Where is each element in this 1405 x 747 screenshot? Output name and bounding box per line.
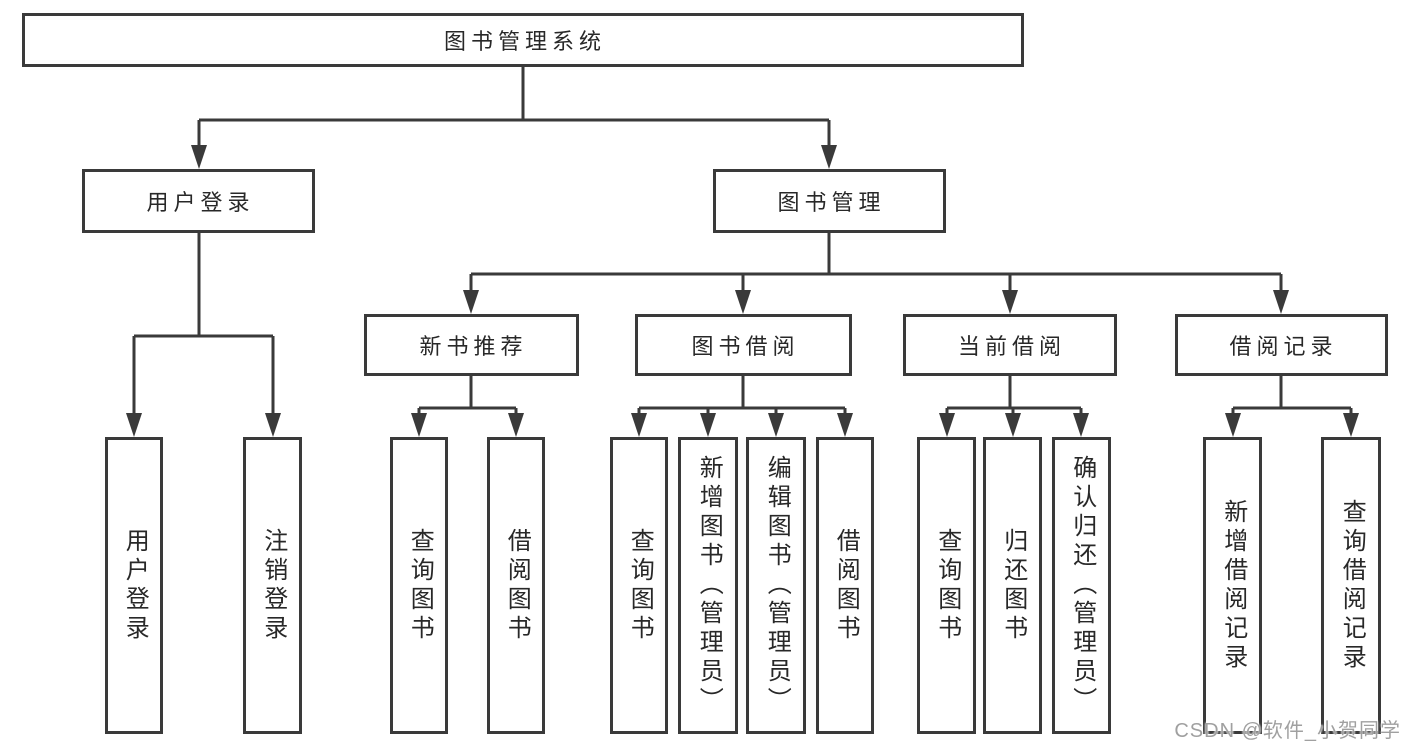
arrowhead: [1343, 413, 1359, 437]
node-label: 用户登录: [146, 190, 255, 215]
arrowhead: [837, 413, 853, 437]
connector-book-management-to-level3: [463, 233, 1289, 314]
node-borrow-records: 借阅记录: [1175, 314, 1388, 376]
node-label: 图书管理: [777, 190, 886, 215]
arrowhead: [700, 413, 716, 437]
arrowhead: [631, 413, 647, 437]
node-label: 新书推荐: [419, 334, 528, 359]
node-label: 用户登录: [121, 527, 149, 644]
arrowhead: [1225, 413, 1241, 437]
node-leaf-return-book: 归还图书: [983, 437, 1042, 734]
node-root-label: 图书管理系统: [443, 29, 606, 54]
node-label: 注销登录: [259, 527, 287, 644]
connector-new-book-recommend-to-leaves: [411, 376, 524, 437]
node-book-borrowing: 图书借阅: [635, 314, 852, 376]
node-leaf-query-book-3: 查询图书: [917, 437, 976, 734]
arrowhead: [126, 413, 142, 437]
node-label: 查询图书: [933, 527, 961, 644]
node-label: 编辑图书（管理员）: [763, 455, 791, 716]
node-label: 图书借阅: [691, 334, 800, 359]
arrowhead: [508, 413, 524, 437]
node-label: 查询图书: [626, 527, 654, 644]
node-label: 新增图书（管理员）: [695, 455, 723, 716]
node-book-management: 图书管理: [713, 169, 946, 233]
connector-user-login-to-leaves: [126, 233, 281, 437]
arrowhead: [939, 413, 955, 437]
node-label: 确认归还（管理员）: [1068, 455, 1096, 716]
node-label: 归还图书: [999, 527, 1027, 644]
arrowhead: [411, 413, 427, 437]
arrowhead: [265, 413, 281, 437]
node-leaf-query-borrow-record: 查询借阅记录: [1321, 437, 1381, 734]
node-leaf-add-book-admin: 新增图书（管理员）: [678, 437, 738, 734]
arrowhead: [1005, 413, 1021, 437]
node-label: 查询借阅记录: [1338, 498, 1366, 673]
node-label: 新增借阅记录: [1219, 498, 1247, 673]
connector-book-borrowing-to-leaves: [631, 376, 853, 437]
arrowhead: [463, 290, 479, 314]
arrowhead: [1073, 413, 1089, 437]
connector-borrow-records-to-leaves: [1225, 376, 1359, 437]
node-label: 借阅图书: [832, 527, 860, 644]
node-label: 查询图书: [406, 527, 434, 644]
node-new-book-recommend: 新书推荐: [364, 314, 579, 376]
node-label: 借阅记录: [1229, 334, 1338, 359]
arrowhead: [191, 145, 207, 169]
node-leaf-query-book-2: 查询图书: [610, 437, 668, 734]
node-root: 图书管理系统: [22, 13, 1024, 67]
node-user-login: 用户登录: [82, 169, 315, 233]
arrowhead: [735, 290, 751, 314]
connector-current-borrowing-to-leaves: [939, 376, 1089, 437]
node-leaf-logout: 注销登录: [243, 437, 302, 734]
csdn-watermark: CSDN @软件_小贺同学: [1174, 720, 1401, 742]
node-leaf-query-book-1: 查询图书: [390, 437, 448, 734]
node-leaf-borrow-book-1: 借阅图书: [487, 437, 545, 734]
node-leaf-user-login: 用户登录: [105, 437, 163, 734]
arrowhead: [821, 145, 837, 169]
arrowhead: [768, 413, 784, 437]
connector-root-to-level2: [191, 67, 837, 169]
node-leaf-confirm-return-admin: 确认归还（管理员）: [1052, 437, 1111, 734]
node-current-borrowing: 当前借阅: [903, 314, 1117, 376]
node-leaf-borrow-book-2: 借阅图书: [816, 437, 874, 734]
arrowhead: [1273, 290, 1289, 314]
node-leaf-edit-book-admin: 编辑图书（管理员）: [746, 437, 806, 734]
node-leaf-add-borrow-record: 新增借阅记录: [1203, 437, 1262, 734]
node-label: 借阅图书: [503, 527, 531, 644]
node-label: 当前借阅: [957, 334, 1066, 359]
arrowhead: [1002, 290, 1018, 314]
